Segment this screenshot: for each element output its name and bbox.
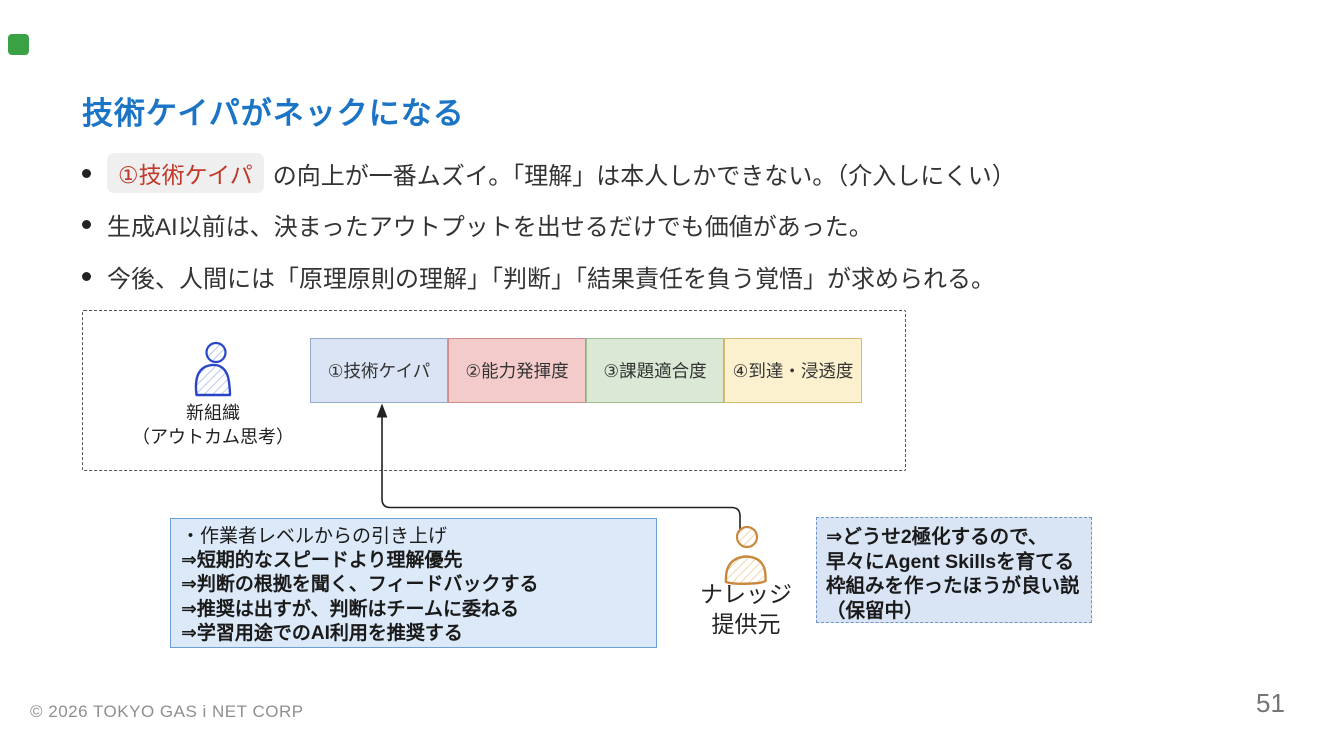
new-org-label-line2: （アウトカム思考）: [132, 427, 294, 447]
knowledge-source-line2: 提供元: [711, 611, 781, 637]
note-line: ⇒学習用途でのAI利用を推奨する: [181, 622, 463, 644]
note-line: 早々にAgent Skillsを育てる: [826, 550, 1075, 573]
slide-marker-square: [8, 34, 29, 55]
note-line: （保留中）: [826, 599, 924, 622]
bullet-item-2: 生成AI以前は、決まったアウトプットを出せるだけでも価値があった。: [82, 207, 873, 242]
knowledge-source-line1: ナレッジ: [700, 581, 792, 607]
agent-skills-note-box: ⇒どうせ2極化するので、 早々にAgent Skillsを育てる 枠組みを作った…: [816, 517, 1092, 623]
capability-box-4: ④到達・浸透度: [724, 338, 862, 403]
bullet-text: 生成AI以前は、決まったアウトプットを出せるだけでも価値があった。: [107, 214, 873, 241]
note-line: ⇒短期的なスピードより理解優先: [181, 550, 463, 572]
note-line: ⇒推奨は出すが、判断はチームに委ねる: [181, 598, 519, 620]
person-sketch-blue-icon: [194, 341, 232, 397]
new-org-label-line1: 新組織: [186, 403, 240, 423]
bullet-text: の向上が一番ムズイ。「理解」は本人しかできない。（介入しにくい）: [272, 162, 1016, 190]
page-title: 技術ケイパがネックになる: [82, 96, 465, 131]
new-org-label: 新組織 （アウトカム思考）: [113, 401, 313, 449]
bullet-dot: [82, 272, 91, 281]
capability-box-1: ①技術ケイパ: [310, 338, 448, 403]
highlighted-term: ①技術ケイパ: [107, 153, 264, 193]
note-line: ・作業者レベルからの引き上げ: [181, 526, 448, 547]
bullet-item-1: ①技術ケイパ の向上が一番ムズイ。「理解」は本人しかできない。（介入しにくい）: [82, 153, 1016, 193]
capability-box-2: ②能力発揮度: [448, 338, 586, 403]
note-line: ⇒どうせ2極化するので、: [826, 526, 1048, 548]
copyright-text: © 2026 TOKYO GAS i NET CORP: [30, 702, 304, 721]
page-number: 51: [1256, 688, 1285, 718]
bullet-dot: [82, 220, 91, 229]
note-line: ⇒判断の根拠を聞く、フィードバックする: [181, 574, 539, 596]
guidance-note-box: ・作業者レベルからの引き上げ ⇒短期的なスピードより理解優先 ⇒判断の根拠を聞く…: [170, 518, 657, 648]
person-sketch-orange-icon: [724, 525, 767, 585]
bullet-text: 今後、人間には「原理原則の理解」「判断」「結果責任を負う覚悟」が求められる。: [107, 266, 995, 293]
capability-box-3: ③課題適合度: [586, 338, 724, 403]
note-line: 枠組みを作ったほうが良い説: [826, 575, 1080, 597]
capability-box-row: ①技術ケイパ ②能力発揮度 ③課題適合度 ④到達・浸透度: [310, 338, 862, 403]
knowledge-source-label: ナレッジ 提供元: [685, 579, 807, 639]
bullet-item-3: 今後、人間には「原理原則の理解」「判断」「結果責任を負う覚悟」が求められる。: [82, 259, 995, 294]
bullet-dot: [82, 168, 91, 178]
